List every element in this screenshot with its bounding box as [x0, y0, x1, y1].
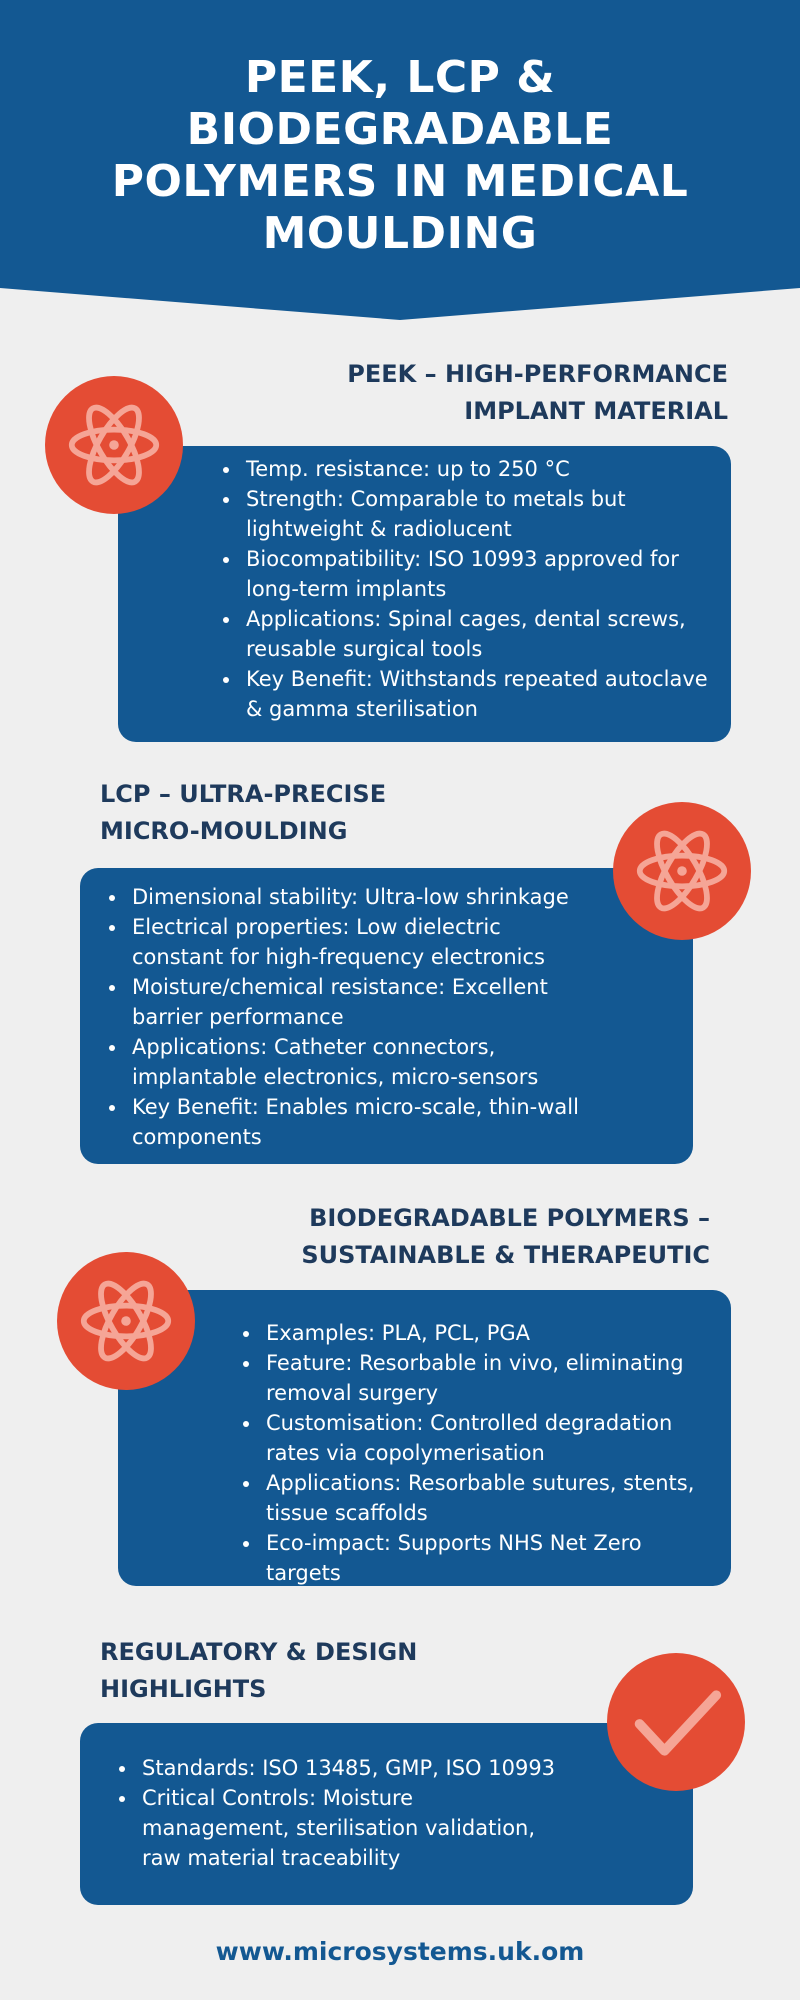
list-item: Examples: PLA, PCL, PGA [262, 1318, 711, 1348]
list-peek: Temp. resistance: up to 250 °C Strength:… [194, 454, 711, 724]
checkmark-icon [634, 1690, 722, 1756]
list-item: Applications: Spinal cages, dental screw… [242, 604, 711, 664]
list-item: Eco-impact: Supports NHS Net Zero target… [262, 1528, 711, 1588]
list-item: Strength: Comparable to metals but light… [242, 484, 711, 544]
section-title-lcp: LCP – ULTRA-PRECISE MICRO-MOULDING [100, 780, 387, 845]
list-item: Moisture/chemical resistance: Excellent … [128, 972, 593, 1032]
list-item: Standards: ISO 13485, GMP, ISO 10993 [138, 1753, 563, 1783]
list-item: Critical Controls: Moisture management, … [138, 1783, 563, 1873]
atom-icon-badge-biodegradable [57, 1252, 195, 1390]
atom-icon [636, 830, 728, 912]
list-item: Electrical properties: Low dielectric co… [128, 912, 593, 972]
atom-icon-badge-lcp [613, 802, 751, 940]
checkmark-icon-badge [607, 1653, 745, 1791]
section-title-peek: PEEK – HIGH-PERFORMANCE IMPLANT MATERIAL [347, 360, 728, 425]
list-lcp: Dimensional stability: Ultra-low shrinka… [80, 882, 593, 1152]
card-lcp: Dimensional stability: Ultra-low shrinka… [80, 868, 693, 1164]
card-peek: Temp. resistance: up to 250 °C Strength:… [118, 446, 731, 742]
list-item: Biocompatibility: ISO 10993 approved for… [242, 544, 711, 604]
footer-website-link[interactable]: www.microsystems.uk.om [215, 1937, 585, 1966]
section-title-regulatory: REGULATORY & DESIGN HIGHLIGHTS [100, 1638, 418, 1703]
section-title-biodegradable: BIODEGRADABLE POLYMERS – SUSTAINABLE & T… [301, 1204, 710, 1269]
card-biodegradable: Examples: PLA, PCL, PGA Feature: Resorba… [118, 1290, 731, 1586]
list-biodegradable: Examples: PLA, PCL, PGA Feature: Resorba… [214, 1318, 711, 1588]
list-regulatory: Standards: ISO 13485, GMP, ISO 10993 Cri… [90, 1753, 563, 1873]
page-title: PEEK, LCP & BIODEGRADABLE POLYMERS IN ME… [111, 52, 689, 259]
header-banner [0, 0, 800, 320]
list-item: Applications: Catheter connectors, impla… [128, 1032, 593, 1092]
list-item: Key Benefit: Withstands repeated autocla… [242, 664, 711, 724]
atom-icon [68, 404, 160, 486]
list-item: Key Benefit: Enables micro-scale, thin-w… [128, 1092, 593, 1152]
list-item: Customisation: Controlled degradation ra… [262, 1408, 711, 1468]
card-regulatory: Standards: ISO 13485, GMP, ISO 10993 Cri… [80, 1723, 693, 1905]
list-item: Dimensional stability: Ultra-low shrinka… [128, 882, 593, 912]
atom-icon [80, 1280, 172, 1362]
list-item: Feature: Resorbable in vivo, eliminating… [262, 1348, 711, 1408]
list-item: Temp. resistance: up to 250 °C [242, 454, 711, 484]
list-item: Applications: Resorbable sutures, stents… [262, 1468, 711, 1528]
atom-icon-badge-peek [45, 376, 183, 514]
